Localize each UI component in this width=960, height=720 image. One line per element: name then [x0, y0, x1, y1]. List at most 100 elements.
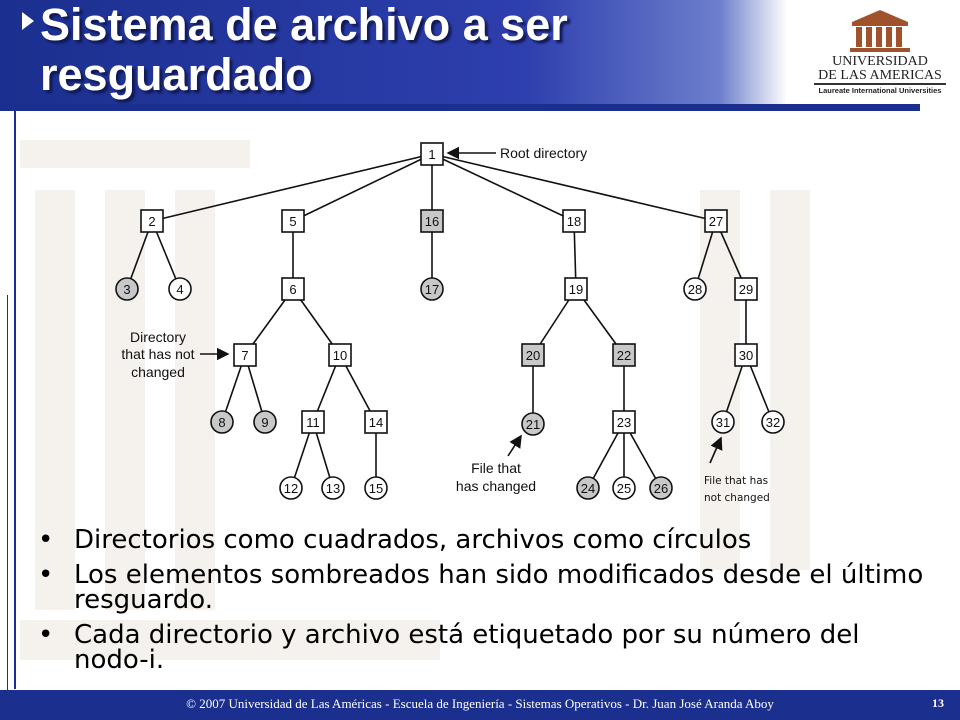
tree-edge-1-27 — [431, 153, 717, 222]
file-circle — [364, 476, 388, 500]
dir-unchanged-label-2: that has not — [121, 346, 194, 362]
file-circle — [612, 476, 636, 500]
file-changed-label-1: File that — [471, 460, 521, 476]
bullet-dot-icon: • — [38, 620, 54, 650]
directory-square — [704, 209, 728, 233]
node-label: 31 — [716, 415, 730, 430]
logo-line-3: Laureate International Universities — [818, 86, 942, 95]
node-label: 14 — [369, 415, 383, 430]
file-node-28: 28 — [683, 277, 707, 301]
node-label: 6 — [289, 282, 296, 297]
directory-square — [612, 410, 636, 434]
directory-node-16: 16 — [420, 209, 444, 233]
directory-node-18: 18 — [562, 209, 586, 233]
node-label: 7 — [241, 348, 248, 363]
file-circle — [711, 410, 735, 434]
file-circle — [576, 476, 600, 500]
file-unchanged-arrow — [709, 436, 723, 464]
page-number: 13 — [932, 696, 944, 710]
file-node-4: 4 — [168, 277, 192, 301]
dir-unchanged-label-1: Directory — [130, 329, 186, 345]
node-label: 9 — [261, 415, 268, 430]
tree-annotations: Root directory Directory that has not ch… — [121, 145, 769, 504]
directory-square — [420, 142, 444, 166]
tree-edge-1-18 — [431, 153, 575, 222]
directory-node-29: 29 — [734, 277, 758, 301]
title-triangle-icon — [22, 12, 34, 30]
directory-node-7: 7 — [233, 343, 257, 367]
file-circle — [168, 277, 192, 301]
directory-square — [233, 343, 257, 367]
directory-node-5: 5 — [281, 209, 305, 233]
node-label: 19 — [569, 282, 583, 297]
background-decoration — [20, 140, 810, 660]
file-changed-label-2: has changed — [456, 478, 536, 494]
file-circle — [321, 476, 345, 500]
node-label: 25 — [617, 481, 631, 496]
node-label: 21 — [526, 417, 540, 432]
node-label: 20 — [526, 348, 540, 363]
file-unchanged-label-2: not changed — [704, 492, 770, 504]
file-node-15: 15 — [364, 476, 388, 500]
node-label: 3 — [123, 282, 130, 297]
file-circle — [279, 476, 303, 500]
directory-node-10: 10 — [328, 343, 352, 367]
directory-square — [364, 410, 388, 434]
node-label: 5 — [289, 214, 296, 229]
left-vertical-rule-thin — [7, 295, 8, 690]
file-node-32: 32 — [761, 410, 785, 434]
left-vertical-rule — [14, 104, 16, 689]
file-circle — [210, 410, 234, 434]
directory-node-2: 2 — [140, 209, 164, 233]
page-title: Sistema de archivo a ser resguardado — [40, 0, 568, 100]
university-logo: UNIVERSIDAD DE LAS AMERICAS Laureate Int… — [808, 8, 952, 102]
directory-square — [281, 277, 305, 301]
directory-node-14: 14 — [364, 410, 388, 434]
tree-edge-1-5 — [292, 153, 433, 222]
directory-square — [140, 209, 164, 233]
logo-divider — [814, 83, 946, 85]
node-label: 15 — [369, 481, 383, 496]
logo-line-2: DE LAS AMERICAS — [818, 68, 942, 83]
node-label: 11 — [306, 415, 320, 430]
directory-node-23: 23 — [612, 410, 636, 434]
directory-node-22: 22 — [612, 343, 636, 367]
directory-node-6: 6 — [281, 277, 305, 301]
bullet-item: •Cada directorio y archivo está etiqueta… — [38, 620, 860, 675]
directory-node-30: 30 — [734, 343, 758, 367]
node-label: 26 — [654, 481, 668, 496]
node-label: 24 — [581, 481, 595, 496]
node-label: 17 — [425, 282, 439, 297]
bullet-dot-icon: • — [38, 560, 54, 590]
header-rule — [0, 104, 920, 111]
node-label: 29 — [739, 282, 753, 297]
bullet-list: •Directorios como cuadrados, archivos co… — [38, 527, 938, 683]
directory-square — [734, 277, 758, 301]
node-label: 18 — [567, 214, 581, 229]
tree-edges — [126, 153, 774, 489]
dir-unchanged-label-3: changed — [131, 364, 185, 380]
directory-node-19: 19 — [564, 277, 588, 301]
node-label: 2 — [148, 214, 155, 229]
file-node-9: 9 — [253, 410, 277, 434]
file-circle — [761, 410, 785, 434]
slide-footer: © 2007 Universidad de Las Américas - Esc… — [0, 690, 960, 720]
directory-node-1: 1 — [420, 142, 444, 166]
directory-square — [564, 277, 588, 301]
node-label: 16 — [425, 214, 439, 229]
node-label: 27 — [709, 214, 723, 229]
slide-header: Sistema de archivo a ser resguardado — [0, 0, 960, 104]
node-label: 8 — [218, 415, 225, 430]
file-node-31: 31 — [711, 410, 735, 434]
directory-square — [281, 209, 305, 233]
file-node-13: 13 — [321, 476, 345, 500]
node-label: 13 — [326, 481, 340, 496]
directory-square — [301, 410, 325, 434]
node-label: 12 — [284, 481, 298, 496]
logo-line-1: UNIVERSIDAD — [832, 54, 928, 69]
file-node-25: 25 — [612, 476, 636, 500]
tree-edge-1-2 — [151, 153, 433, 222]
directory-square — [328, 343, 352, 367]
node-label: 22 — [617, 348, 631, 363]
